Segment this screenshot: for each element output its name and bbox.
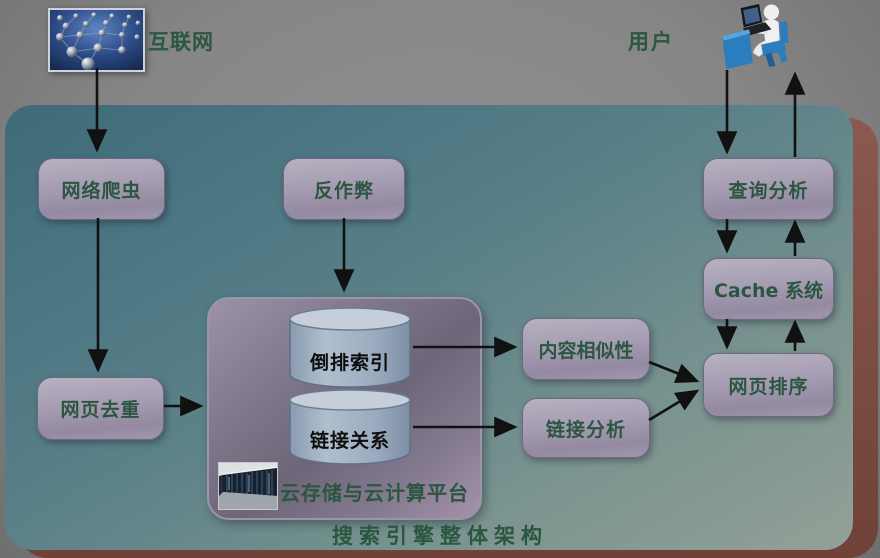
node-content-similarity: 内容相似性: [522, 318, 650, 380]
node-anti-spam-label: 反作弊: [313, 179, 374, 202]
node-page-dedup-label: 网页去重: [60, 399, 141, 421]
internet-network-graphic: [50, 10, 143, 71]
node-anti-spam: 反作弊: [283, 158, 405, 220]
inverted-index-label: 倒排索引: [309, 352, 390, 374]
link-relations-label: 链接关系: [309, 430, 390, 452]
node-cache-system: Cache 系统: [703, 258, 834, 320]
node-query-analysis: 查询分析: [703, 158, 834, 220]
node-cache-system-label: Cache 系统: [713, 279, 824, 302]
node-query-analysis-label: 查询分析: [728, 179, 809, 202]
internet-network-image: [48, 8, 145, 72]
user-at-computer-image: [714, 2, 796, 70]
link-relations-datastore: 链接关系: [288, 388, 412, 466]
user-at-computer-graphic: [722, 4, 789, 70]
inverted-index-datastore: 倒排索引: [288, 306, 412, 390]
node-web-crawler: 网络爬虫: [38, 158, 165, 220]
cylinder-icon: [289, 389, 411, 465]
node-link-analysis-label: 链接分析: [545, 418, 626, 441]
cylinder-icon: [289, 307, 411, 388]
datacenter-graphic: [219, 463, 278, 509]
node-link-analysis: 链接分析: [522, 398, 650, 458]
node-content-similarity-label: 内容相似性: [538, 339, 634, 362]
node-page-ranking-label: 网页排序: [728, 375, 809, 398]
cloud-platform-label: 云存储与云计算平台: [280, 481, 469, 505]
diagram-caption: 搜索引擎整体架构: [332, 524, 548, 548]
user-label: 用户: [628, 30, 674, 54]
node-web-crawler-label: 网络爬虫: [61, 179, 142, 202]
node-page-ranking: 网页排序: [703, 353, 834, 417]
datacenter-image: [218, 462, 278, 510]
internet-label: 互联网: [148, 30, 214, 54]
node-page-dedup: 网页去重: [37, 377, 164, 440]
